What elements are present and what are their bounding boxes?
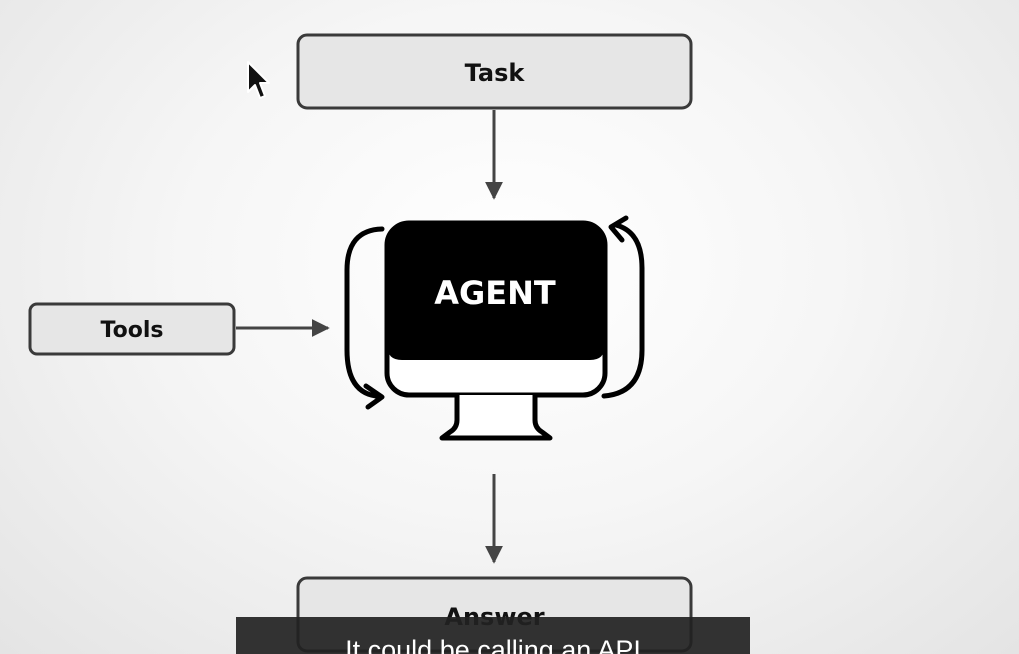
mouse-pointer-icon (247, 61, 270, 99)
agent-monitor-icon (384, 220, 608, 441)
task-node: Task (296, 33, 693, 110)
subtitle-text: It could be calling an API (345, 635, 641, 654)
loop-arrow-left-icon (344, 226, 385, 410)
agent-label: AGENT (434, 274, 556, 312)
tools-node: Tools (28, 302, 236, 356)
tools-label: Tools (101, 318, 164, 343)
task-label: Task (465, 59, 526, 87)
subtitle-caption: It could be calling an API (236, 617, 750, 654)
loop-arrow-right-icon (601, 215, 645, 399)
agent-node: AGENT (344, 215, 645, 441)
